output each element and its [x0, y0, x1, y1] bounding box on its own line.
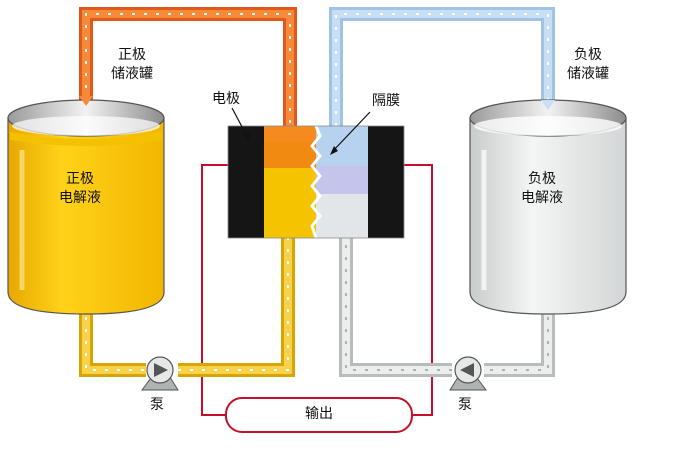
electrode-label: 电极 — [212, 91, 240, 107]
battery-cell — [227, 125, 405, 239]
right-electrode — [368, 126, 404, 238]
output-label: 输出 — [305, 406, 333, 422]
left-electrode — [228, 126, 264, 238]
output-box — [225, 397, 413, 433]
membrane-line — [310, 125, 322, 239]
negative-top-pipe — [329, 7, 555, 126]
positive-top-pipe — [79, 7, 297, 126]
right-pump-label: 泵 — [458, 397, 472, 413]
right-pump — [449, 356, 487, 391]
external-circuit — [201, 164, 433, 416]
left-pump — [141, 356, 179, 391]
positive-electrolyte-label: 正极 电解液 — [59, 171, 101, 206]
positive-tank — [7, 96, 165, 315]
positive-tank-label: 正极 储液罐 — [111, 47, 153, 82]
negative-tank-label: 负极 储液罐 — [567, 47, 609, 82]
negative-tank — [469, 99, 627, 315]
negative-electrolyte-label: 负极 电解液 — [521, 171, 563, 206]
left-pump-label: 泵 — [150, 397, 164, 413]
membrane-label: 隔膜 — [372, 93, 400, 109]
